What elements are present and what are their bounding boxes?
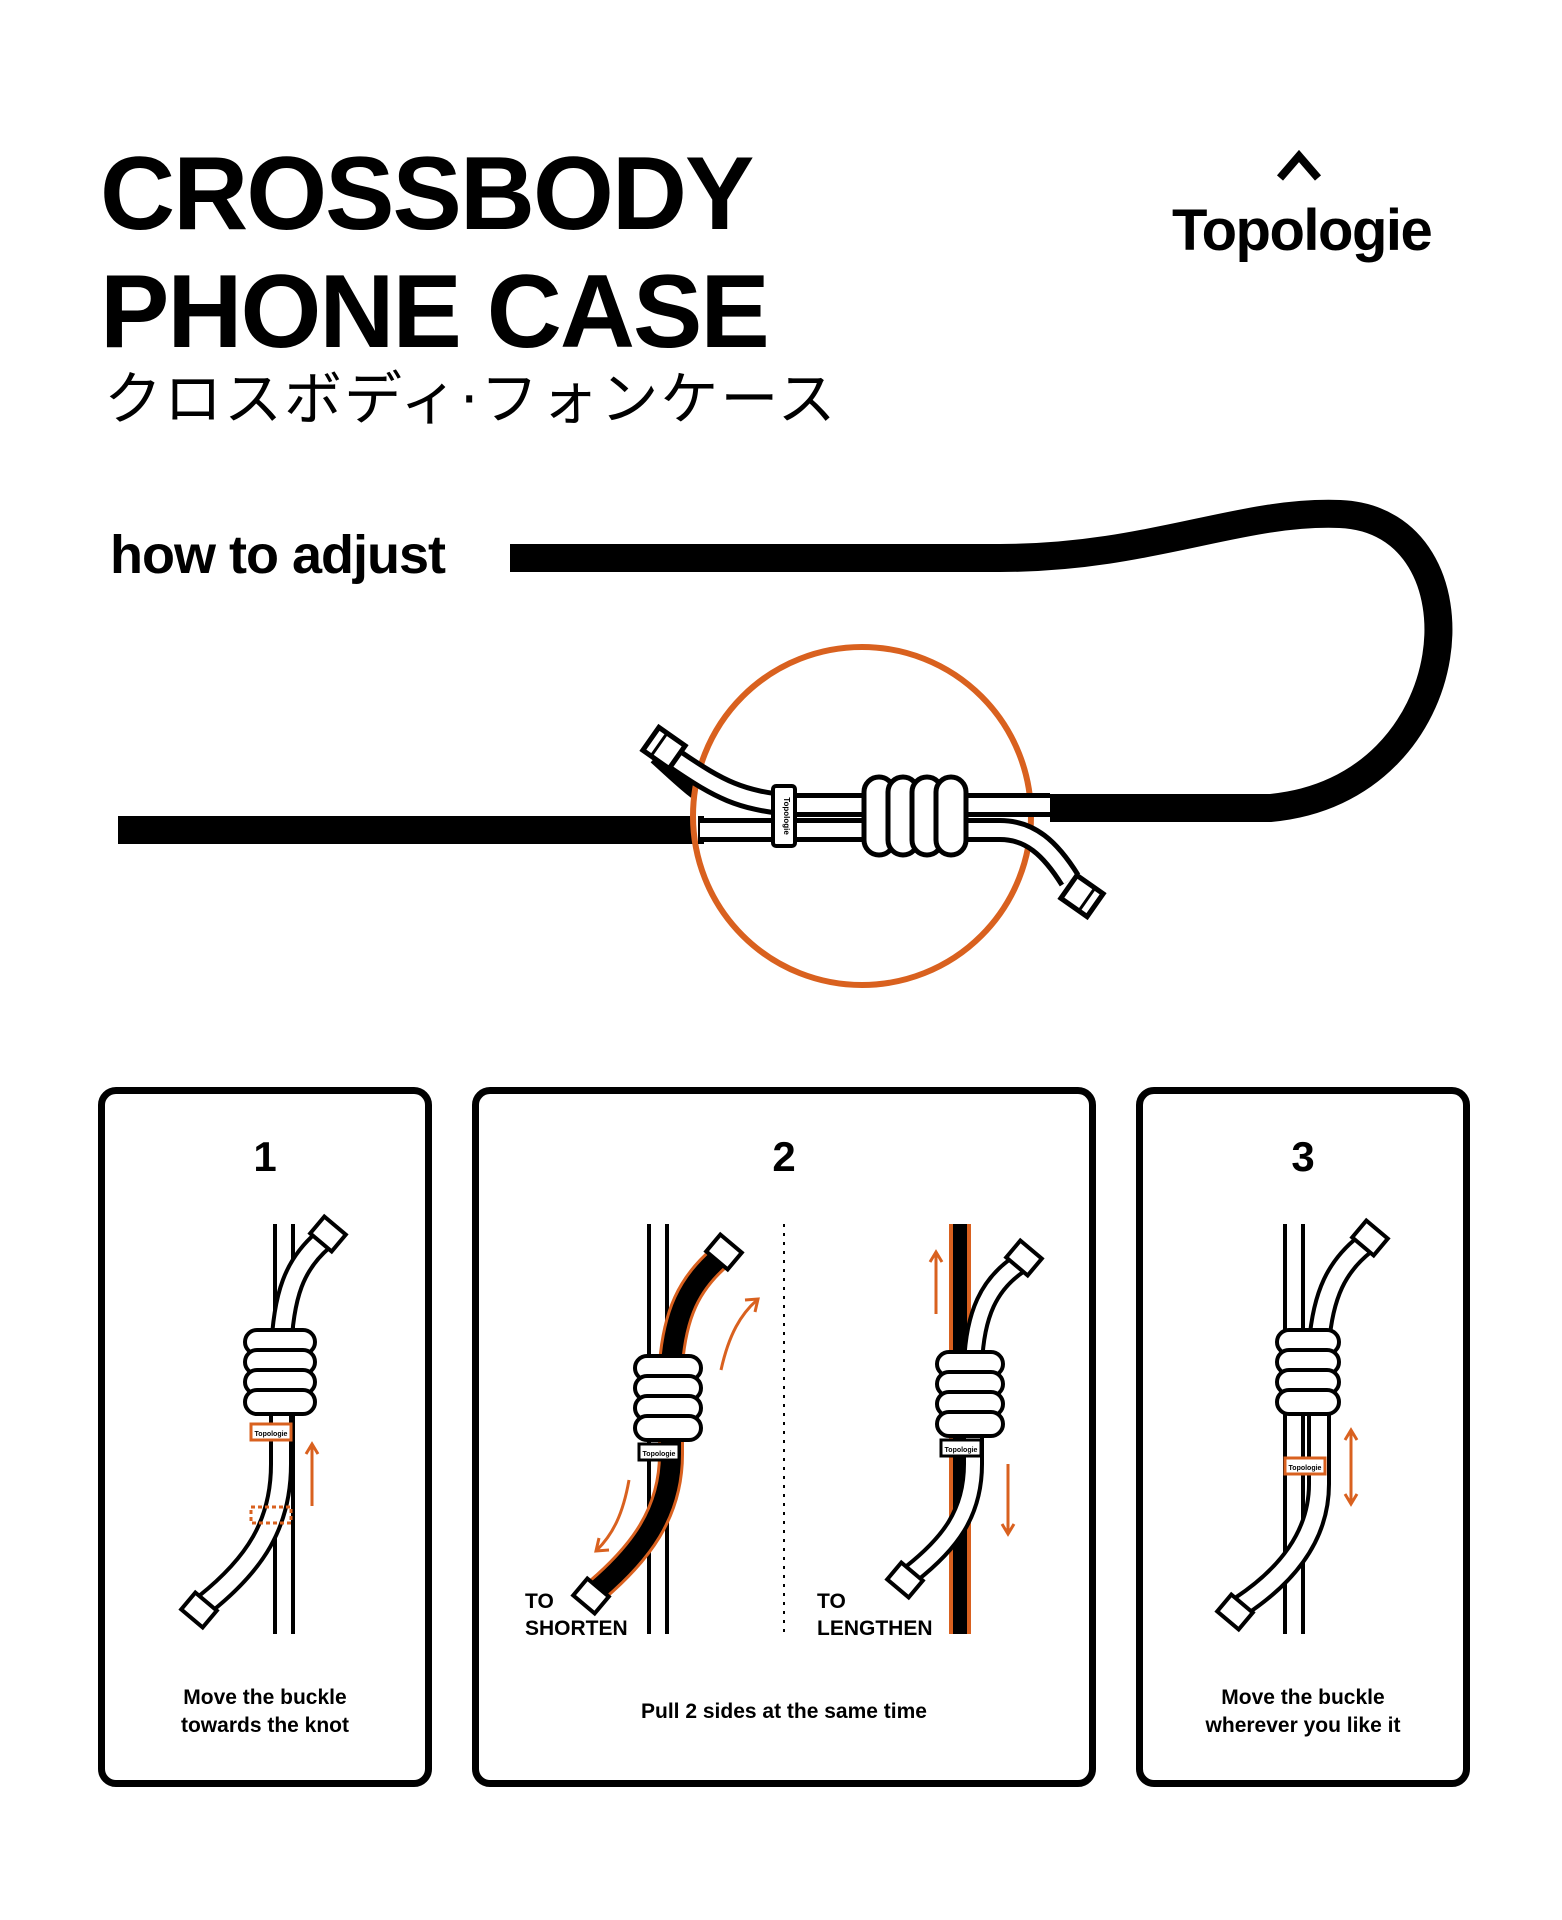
svg-text:Topologie: Topologie [255,1431,288,1438]
step-2-illustration: Topologie Topologie [570,1224,1045,1634]
step-caption: Pull 2 sides at the same time [641,1700,927,1723]
svg-text:Topologie: Topologie [643,1451,676,1458]
strap-overview-illustration: Topologie [118,499,1453,988]
step-number: 2 [772,1133,796,1180]
step-panel-2: 2 Topologie [472,1087,1096,1787]
title-japanese: クロスボディ·フォンケース [104,365,838,433]
lengthen-label: TO LENGTHEN [817,1590,933,1640]
buckle: Topologie [771,784,797,848]
step-number: 3 [1291,1133,1315,1180]
svg-text:Topologie: Topologie [945,1447,978,1454]
buckle-label: Topologie [782,797,791,835]
title-line-1: CROSSBODY [100,136,754,252]
svg-text:Topologie: Topologie [1289,1465,1322,1472]
knot [861,774,969,858]
step-caption: Move the buckle wherever you like it [1205,1686,1401,1737]
step-caption: Move the buckle towards the knot [180,1686,349,1737]
strap-loop [510,499,1453,822]
cord-end-top [639,723,689,773]
step-panel-3: 3 Topologie Move the buckle wherever you… [1136,1087,1470,1787]
title-line-2: PHONE CASE [100,254,770,370]
shorten-label: TO SHORTEN [525,1590,628,1640]
subtitle: how to adjust [110,525,446,585]
step-panel-1: 1 Topologie Move the buckle towards the … [98,1087,432,1787]
step-1-illustration: Topologie [178,1213,349,1634]
caret-up-icon [1276,149,1322,181]
cord-end-bottom [1057,871,1107,921]
brand-logo: Topologie [1172,198,1433,263]
strap-left [118,816,698,844]
step-3-illustration: Topologie [1214,1217,1391,1634]
step-number: 1 [253,1133,277,1180]
